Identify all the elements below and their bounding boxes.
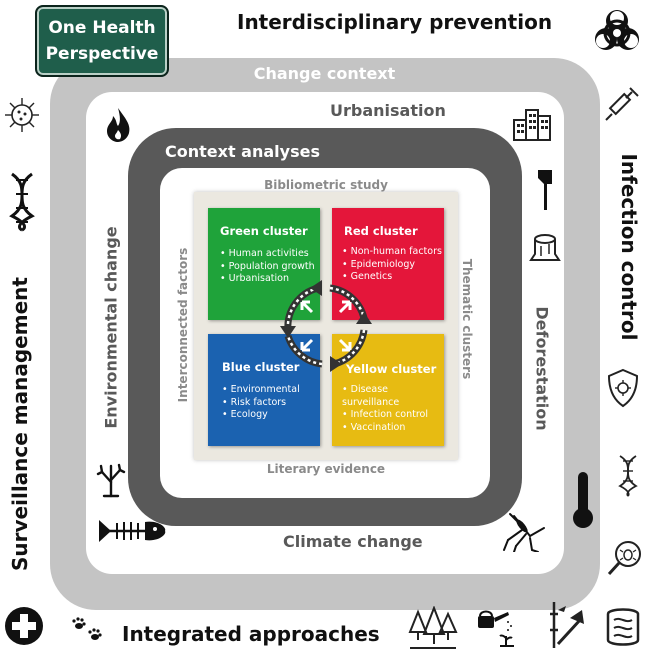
cycle-arrowhead [356,312,372,324]
panel-label-top: Bibliometric study [264,178,388,192]
medical-cross-icon [5,607,43,645]
light-ring-label-urbanisation: Urbanisation [330,101,446,120]
tree-stump-icon [529,234,561,261]
virus-icon [5,98,39,132]
syringe-icon [605,87,639,121]
green-cluster-title: Green cluster [220,224,308,238]
green-cluster-item: Population growth [220,261,320,274]
light-ring-label-left: Environmental change [101,226,121,429]
panel-label-right: Thematic clusters [460,258,474,380]
fish-skeleton-icon [99,520,166,542]
dna-icon-small [618,455,638,497]
panel-label-left: Interconnected factors [176,247,190,403]
shield-virus-icon [607,368,639,408]
yellow-cluster-item: Vaccination [342,422,444,435]
light-ring-label-top: Change context [253,64,396,83]
inward-arrow [300,338,314,352]
light-ring-label-bottom: Climate change [283,532,423,551]
light-ring-label-right: Deforestation [532,306,552,431]
badge-line-1: One Health [48,18,156,38]
cycle-arrows [280,280,372,372]
red-cluster-item: Non-human factors [342,246,444,259]
panel-label-bottom: Literary evidence [266,462,386,476]
cycle-arrowhead [330,356,342,372]
badge-line-2: Perspective [45,44,159,64]
blue-cluster-title: Blue cluster [222,360,300,374]
magnifier-bug-icon [607,541,641,576]
green-cluster-item: Urbanisation [220,273,320,286]
red-cluster-item: Genetics [342,271,444,284]
mosquito-icon [503,513,545,552]
cycle-arrowhead [280,326,296,338]
intestine-icon [606,608,640,646]
bare-tree-icon [96,463,126,498]
inward-arrow [300,300,314,314]
outer-label-left: Surveillance management [8,277,32,571]
blue-cluster-item: Risk factors [222,397,320,410]
paw-prints-icon [72,617,102,640]
dna-icon [9,172,35,232]
axe-icon [538,170,552,210]
watering-can-icon [478,610,514,647]
forest-icon [408,606,458,649]
inward-arrow [338,300,352,314]
thermometer-icon [573,472,593,528]
one-health-badge: One Health Perspective [35,5,169,77]
blue-cluster-item: Environmental [222,384,320,397]
bamboo-axe-icon [550,602,584,648]
yellow-cluster-item: Infection control [342,409,444,422]
red-cluster-item: Epidemiology [342,259,444,272]
dark-ring-label-top: Context analyses [165,142,320,161]
red-cluster: Red cluster Non-human factors Epidemiolo… [332,208,444,320]
cycle-arrowhead [310,280,322,296]
outer-label-right: Infection control [617,153,641,341]
buildings-icon [513,109,551,141]
biohazard-icon [595,10,639,50]
red-cluster-title: Red cluster [344,224,418,238]
fire-icon [107,108,130,142]
green-cluster-item: Human activities [220,248,320,261]
outer-label-top: Interdisciplinary prevention [237,10,553,34]
yellow-cluster-item: Disease surveillance [342,384,444,409]
yellow-cluster-title: Yellow cluster [346,362,437,376]
inward-arrow [338,338,352,352]
outer-label-bottom: Integrated approaches [122,622,380,646]
blue-cluster-item: Ecology [222,409,320,422]
